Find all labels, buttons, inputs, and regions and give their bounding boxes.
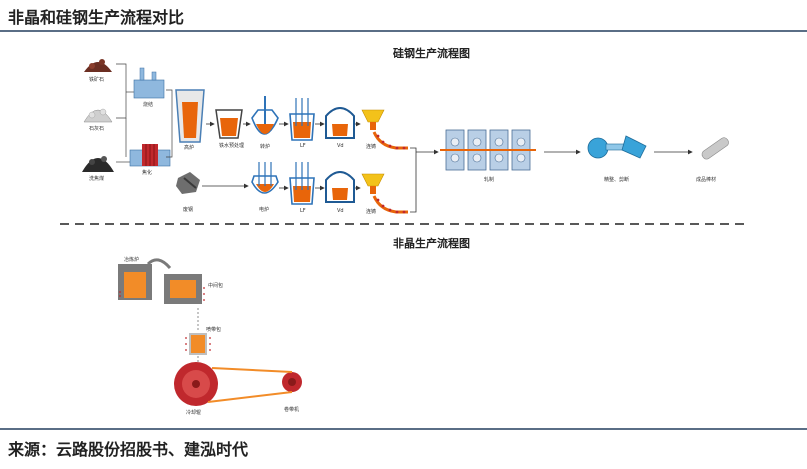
finishing-shearing bbox=[587, 135, 647, 159]
converter bbox=[251, 96, 279, 135]
bottom-divider bbox=[0, 428, 807, 430]
label-winder: 卷带机 bbox=[284, 407, 300, 413]
sinter-plant bbox=[133, 67, 165, 99]
label-scrap: 废钢 bbox=[183, 207, 194, 213]
finished-bar bbox=[701, 137, 729, 160]
label-sinter: 烧结 bbox=[143, 102, 154, 108]
cooling-roll bbox=[174, 362, 218, 406]
page-title: 非晶和硅钢生产流程对比 bbox=[8, 8, 185, 27]
label-caster-1: 连铸 bbox=[366, 144, 377, 150]
label-intermediate-ladle: 中间包 bbox=[208, 283, 224, 289]
pretreatment-ladle bbox=[215, 109, 243, 139]
iron-ore-pile bbox=[84, 59, 112, 72]
winder bbox=[282, 372, 302, 392]
label-eaf: 电炉 bbox=[259, 207, 270, 213]
label-caster-2: 连铸 bbox=[366, 209, 377, 215]
label-nozzle-pack: 喷带包 bbox=[206, 327, 222, 333]
caster-top bbox=[361, 109, 408, 150]
label-iron-ore: 铁矿石 bbox=[89, 77, 105, 83]
label-rolling: 轧制 bbox=[484, 177, 495, 183]
source-note: 来源：云路股份招股书、建泓时代 bbox=[8, 440, 249, 459]
label-lf-1: LF bbox=[300, 143, 306, 149]
label-vd-2: Vd bbox=[337, 208, 344, 214]
process-diagram bbox=[60, 59, 745, 406]
top-divider bbox=[0, 30, 807, 32]
lf-furnace-top bbox=[289, 98, 315, 141]
induction-dots bbox=[119, 287, 211, 351]
label-melting-furnace: 冶炼炉 bbox=[124, 257, 140, 263]
label-converter: 转炉 bbox=[260, 144, 271, 150]
label-coke: 焦化 bbox=[142, 170, 153, 176]
label-blast-furnace: 高炉 bbox=[184, 145, 195, 151]
intermediate-ladle bbox=[164, 274, 202, 304]
coke-oven bbox=[129, 144, 171, 167]
label-lf-2: LF bbox=[300, 208, 306, 214]
label-hot-metal-pretreatment: 铁水预处理 bbox=[219, 143, 245, 149]
limestone-pile bbox=[83, 108, 113, 123]
scrap-steel bbox=[176, 172, 200, 194]
melting-furnace bbox=[118, 258, 172, 300]
vd-tank-top bbox=[325, 107, 355, 139]
label-finishing: 精整、剪断 bbox=[604, 177, 630, 183]
electric-arc-furnace bbox=[251, 162, 279, 194]
nozzle-pack bbox=[189, 333, 207, 355]
label-limestone: 石灰石 bbox=[89, 126, 105, 132]
blast-furnace bbox=[175, 89, 205, 143]
label-vd-1: Vd bbox=[337, 143, 344, 149]
amorphous-title: 非晶生产流程图 bbox=[393, 237, 470, 250]
amorphous-strip bbox=[207, 367, 293, 403]
label-product: 成品棒材 bbox=[696, 177, 717, 183]
vd-tank-bottom bbox=[325, 171, 355, 203]
lf-furnace-bottom bbox=[289, 162, 315, 205]
coking-coal-pile bbox=[82, 156, 114, 172]
caster-bottom bbox=[361, 173, 408, 214]
silicon-steel-title: 硅钢生产流程图 bbox=[393, 47, 470, 60]
label-coking-coal: 洗焦煤 bbox=[89, 176, 105, 182]
rolling-mill bbox=[440, 129, 536, 171]
label-cooling-roll: 冷却辊 bbox=[186, 410, 202, 416]
